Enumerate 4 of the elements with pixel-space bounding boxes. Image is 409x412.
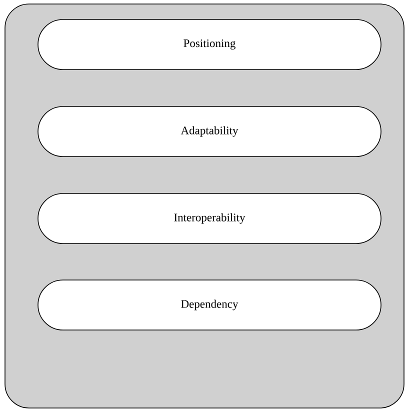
pill-box: Positioning (38, 19, 382, 70)
pill-box: Adaptability (38, 106, 382, 157)
pill-box: Dependency (38, 280, 382, 330)
pill-box: Interoperability (38, 193, 382, 244)
